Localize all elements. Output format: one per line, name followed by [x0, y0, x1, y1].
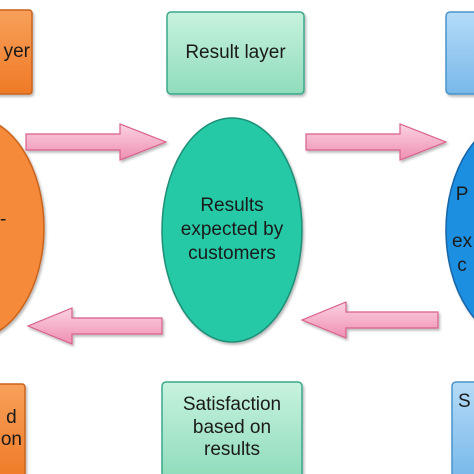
- arrow-right-top-left: [25, 123, 168, 161]
- bottom-left-box: [0, 383, 26, 474]
- top-left-box: [0, 9, 33, 95]
- satisfaction-label: Satisfaction based on results: [182, 394, 282, 461]
- arrow-right-top-right: [305, 123, 448, 161]
- left-ellipse-label: -: [0, 209, 7, 231]
- right-ellipse: [445, 141, 474, 319]
- top-left-box-label: yer: [3, 40, 30, 62]
- result-layer-label: Result layer: [185, 41, 286, 63]
- bottom-left-box-label: d on: [0, 406, 22, 450]
- top-right-box: [445, 11, 474, 95]
- left-ellipse: [0, 124, 45, 332]
- center-ellipse-label: Results expected by customers: [180, 195, 284, 264]
- bottom-right-box: [451, 381, 474, 474]
- center-ellipse: [161, 117, 303, 343]
- arrow-left-bottom-left: [26, 307, 163, 345]
- bottom-right-box-label: S: [458, 390, 471, 412]
- result-layer-box: [166, 11, 305, 95]
- arrow-left-bottom-right: [300, 301, 439, 339]
- satisfaction-box: [161, 381, 303, 474]
- right-ellipse-label: P ex c: [452, 183, 473, 276]
